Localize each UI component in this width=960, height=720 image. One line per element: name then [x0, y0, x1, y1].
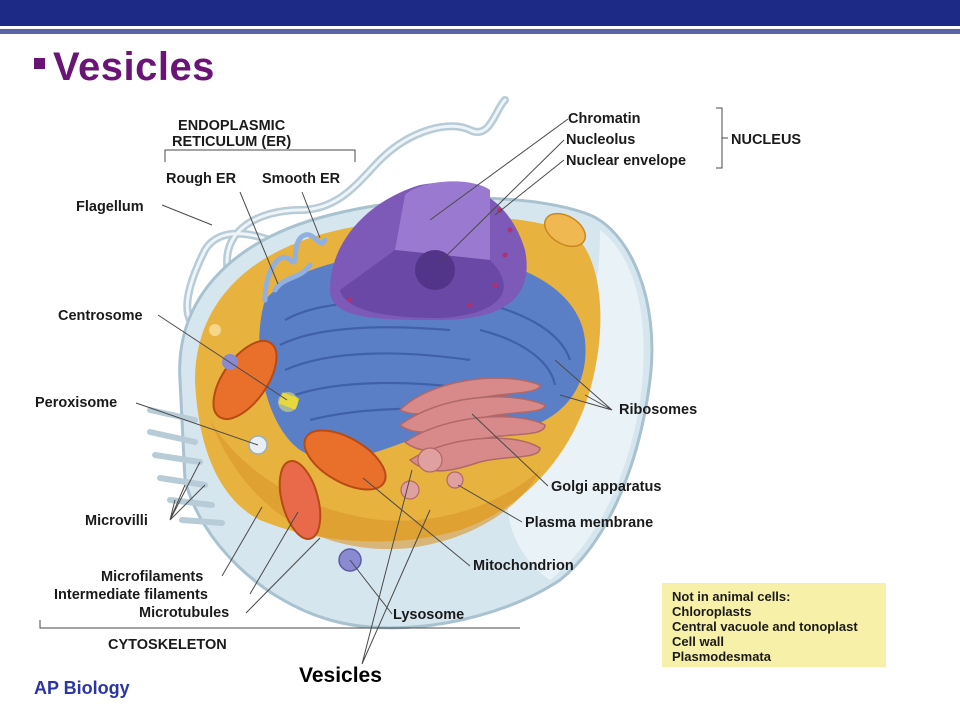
note-item: Central vacuole and tonoplast	[672, 619, 858, 634]
ribosomes-label: Ribosomes	[619, 402, 698, 418]
microfilaments-label: Microfilaments	[101, 569, 204, 585]
note-item: Chloroplasts	[672, 604, 752, 619]
title-row: Vesicles	[34, 42, 215, 92]
not-in-animal-cells-note: Not in animal cells: Chloroplasts Centra…	[662, 583, 886, 667]
vesicles-callout-label: Vesicles	[299, 664, 382, 687]
chromatin-label: Chromatin	[568, 111, 641, 127]
note-item: Plasmodesmata	[672, 649, 771, 664]
flagellum-label: Flagellum	[76, 199, 144, 215]
lysosome-label: Lysosome	[393, 607, 465, 623]
nuclear-envelope-label: Nuclear envelope	[566, 153, 687, 169]
cytoskeleton-label: CYTOSKELETON	[108, 637, 227, 653]
er-heading-label: ENDOPLASMIC RETICULUM (ER)	[172, 118, 292, 150]
microvilli-label: Microvilli	[85, 513, 148, 529]
nucleus-label: NUCLEUS	[731, 132, 802, 148]
plasma-membrane-label: Plasma membrane	[525, 515, 654, 531]
intermediate-filaments-label: Intermediate filaments	[54, 587, 208, 603]
rough-er-label: Rough ER	[166, 171, 237, 187]
mitochondria-shapes	[212, 340, 387, 540]
top-bar	[0, 0, 960, 26]
mitochondrion-label: Mitochondrion	[473, 558, 574, 574]
centrosome-label: Centrosome	[58, 308, 143, 324]
nucleolus-label: Nucleolus	[566, 132, 636, 148]
smooth-er-label: Smooth ER	[262, 171, 341, 187]
square-bullet-icon	[34, 57, 45, 69]
top-line	[0, 29, 960, 34]
peroxisome-label: Peroxisome	[35, 395, 118, 411]
note-heading: Not in animal cells:	[672, 589, 791, 604]
footer-label: AP Biology	[34, 678, 130, 698]
nucleolus-shape	[415, 250, 455, 290]
microtubules-label: Microtubules	[139, 605, 230, 621]
note-item: Cell wall	[672, 634, 725, 649]
golgi-apparatus-label: Golgi apparatus	[551, 479, 662, 495]
slide-title: Vesicles	[53, 44, 215, 89]
